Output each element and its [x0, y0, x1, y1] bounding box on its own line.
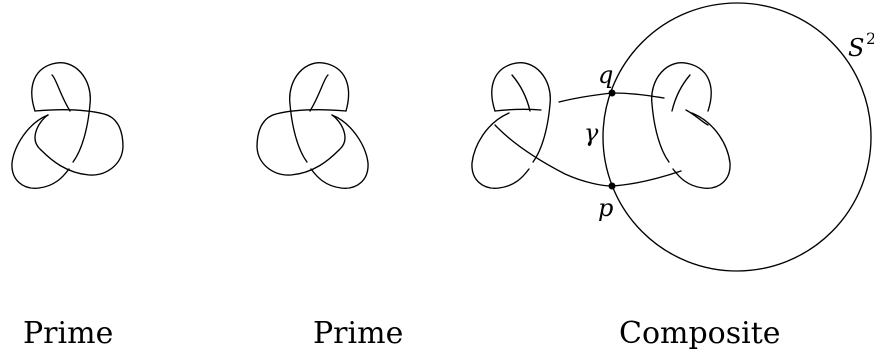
- label-sphere-superscript: 2: [866, 29, 874, 48]
- label-gamma: γ: [584, 119, 599, 147]
- label-q: q: [598, 61, 613, 89]
- label-sphere-s: S: [848, 34, 864, 62]
- middle-prime-trefoil: [256, 62, 369, 189]
- point-p-dot: [608, 182, 616, 190]
- caption-middle-prime: Prime: [313, 316, 403, 350]
- caption-composite: Composite: [619, 316, 781, 350]
- label-p: p: [598, 194, 613, 222]
- left-prime-trefoil: [11, 62, 124, 189]
- sphere-s2: [602, 2, 872, 272]
- point-q-dot: [608, 89, 616, 97]
- caption-left-prime: Prime: [23, 316, 113, 350]
- composite-knot: [471, 62, 731, 189]
